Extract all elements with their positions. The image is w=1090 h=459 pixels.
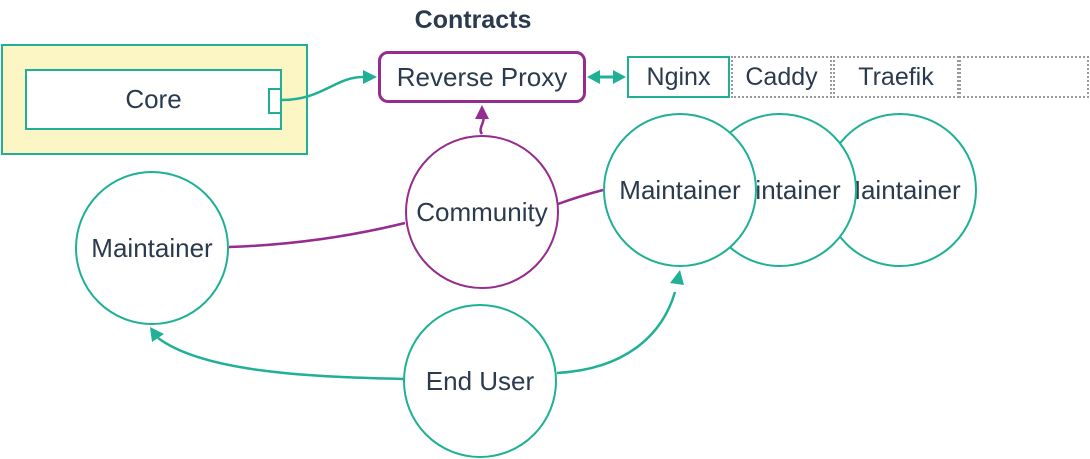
arrowhead-end-user-to-maintainer-left <box>150 327 164 342</box>
arrowhead-community-to-reverse-proxy <box>475 105 489 119</box>
end-user-node: End User <box>403 304 557 458</box>
proxy-cell-caddy-label: Caddy <box>745 62 818 91</box>
edge-community-to-reverse-proxy <box>479 115 485 135</box>
proxy-cell-nginx: Nginx <box>627 56 730 98</box>
proxy-cell-traefik-label: Traefik <box>858 62 934 91</box>
maintainer-left-label: Maintainer <box>91 232 213 263</box>
proxy-cell-empty <box>959 56 1089 98</box>
diagram-title: Contracts <box>414 6 532 34</box>
arrowhead-core-to-reverse-proxy <box>363 70 377 84</box>
maintainer-right-node-1: Maintainer <box>603 113 757 267</box>
proxy-cell-caddy: Caddy <box>731 56 832 98</box>
end-user-label: End User <box>425 365 535 396</box>
community-label: Community <box>416 196 548 227</box>
maintainer-left-node: Maintainer <box>75 171 229 325</box>
edge-community-to-maintainer-right <box>557 188 604 206</box>
core-node: Core <box>25 69 282 130</box>
reverse-proxy-node: Reverse Proxy <box>378 51 586 103</box>
core-node-label: Core <box>125 84 182 114</box>
proxy-cell-traefik: Traefik <box>833 56 959 98</box>
edge-end-user-to-maintainer-left <box>157 336 405 381</box>
maintainer-right-label-1: Maintainer <box>619 174 741 205</box>
edge-end-user-to-maintainer-right <box>556 291 677 375</box>
core-port <box>268 88 282 114</box>
edge-maintainer-left-to-community <box>228 221 406 249</box>
proxy-cell-nginx-label: Nginx <box>646 62 711 91</box>
arrowhead-to-reverse-proxy <box>587 70 600 84</box>
arrowhead-end-user-to-maintainer-right <box>670 270 684 285</box>
maintainer-right-label-3: Maintainer <box>839 174 961 205</box>
arrowhead-to-nginx <box>613 70 626 84</box>
reverse-proxy-label: Reverse Proxy <box>396 61 568 92</box>
community-node: Community <box>405 135 559 289</box>
